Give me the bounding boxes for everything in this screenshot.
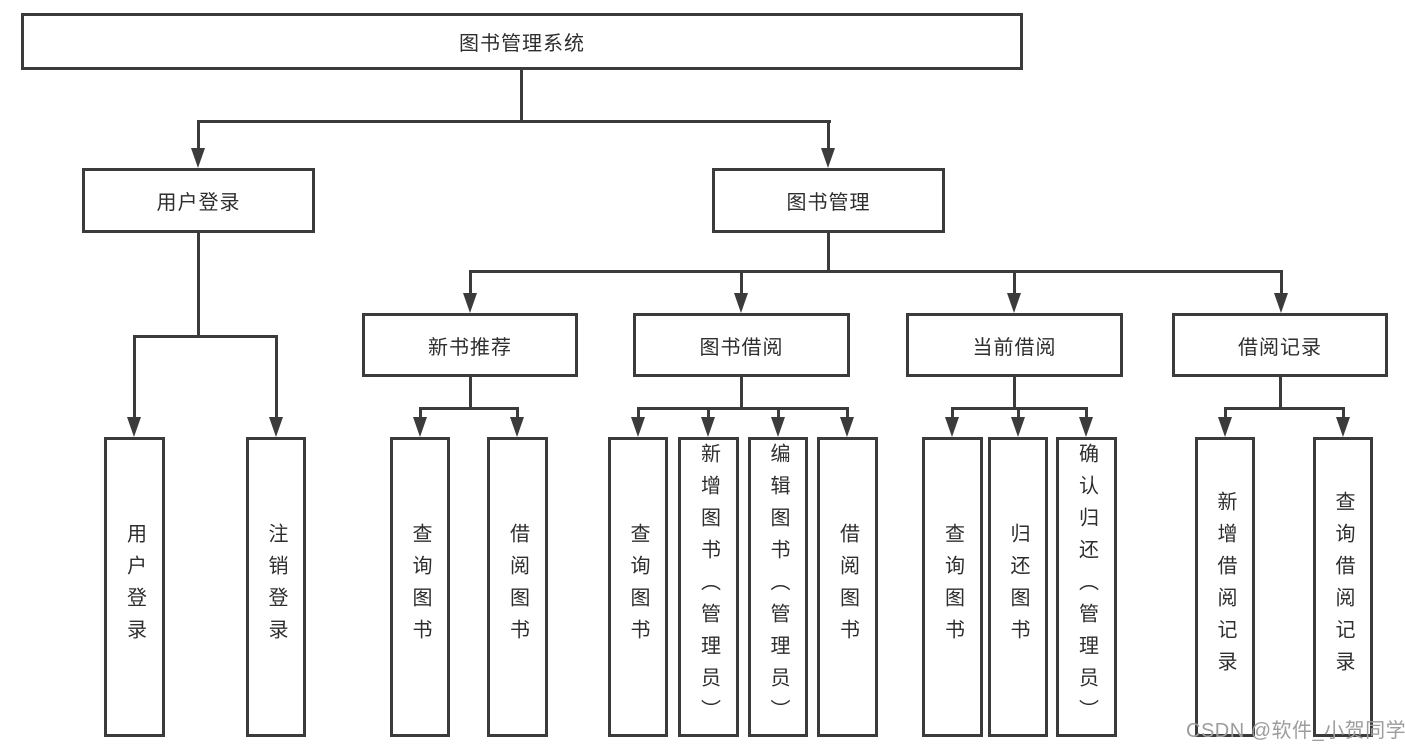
leaf-borrow-books-recommend: 借阅图书 (487, 437, 548, 737)
node-label: 借阅图书 (506, 523, 529, 651)
connector-line (419, 407, 519, 410)
connector-line (469, 375, 472, 409)
connector-line (827, 120, 830, 150)
connector-line (707, 407, 710, 419)
connector-line (846, 407, 849, 419)
connector-line (133, 335, 136, 419)
leaf-query-books-current: 查询图书 (922, 437, 983, 737)
node-book-borrowing: 图书借阅 (633, 313, 850, 377)
node-current-borrowing: 当前借阅 (906, 313, 1123, 377)
node-label: 新增借阅记录 (1214, 491, 1236, 683)
connector-line (520, 68, 523, 122)
connector-line (1224, 407, 1345, 410)
arrow-down-icon (269, 417, 283, 437)
arrow-down-icon (821, 148, 835, 168)
connector-line (740, 375, 743, 409)
node-label: 图书借阅 (699, 336, 784, 359)
arrow-down-icon (701, 417, 715, 437)
connector-line (275, 335, 278, 419)
connector-line (1085, 407, 1088, 419)
node-label: 新增图书（管理员） (697, 443, 720, 731)
leaf-query-borrow-record: 查询借阅记录 (1313, 437, 1373, 737)
leaf-query-books-borrowing: 查询图书 (608, 437, 668, 737)
leaf-add-borrow-record: 新增借阅记录 (1195, 437, 1255, 737)
connector-line (1279, 375, 1282, 409)
leaf-return-books: 归还图书 (988, 437, 1048, 737)
connector-line (1013, 270, 1016, 295)
arrow-down-icon (191, 148, 205, 168)
connector-line (637, 407, 640, 419)
node-label: 确认归还（管理员） (1075, 443, 1098, 731)
leaf-user-login: 用户登录 (104, 437, 165, 737)
connector-line (777, 407, 780, 419)
connector-line (197, 120, 200, 150)
arrow-down-icon (734, 293, 748, 313)
node-label: 借阅记录 (1238, 336, 1322, 359)
node-label: 当前借阅 (972, 336, 1057, 359)
connector-line (469, 270, 1283, 273)
node-label: 查询图书 (941, 523, 964, 651)
node-label: 查询借阅记录 (1332, 491, 1354, 683)
connector-line (1280, 270, 1283, 295)
connector-line (419, 407, 422, 419)
leaf-logout: 注销登录 (246, 437, 306, 737)
node-label: 查询图书 (627, 523, 649, 651)
connector-line (1017, 407, 1020, 419)
node-label: 编辑图书（管理员） (767, 443, 789, 731)
leaf-confirm-return-admin: 确认归还（管理员） (1056, 437, 1117, 737)
arrow-down-icon (1336, 417, 1350, 437)
arrow-down-icon (510, 417, 524, 437)
arrow-down-icon (1079, 417, 1093, 437)
connector-line (827, 231, 830, 272)
node-book-management-system: 图书管理系统 (21, 13, 1023, 70)
leaf-add-book-admin: 新增图书（管理员） (678, 437, 739, 737)
node-label: 注销登录 (265, 523, 287, 651)
arrow-down-icon (840, 417, 854, 437)
arrow-down-icon (1274, 293, 1288, 313)
connector-line (951, 407, 954, 419)
node-label: 图书管理系统 (459, 33, 585, 55)
leaf-query-books-recommend: 查询图书 (390, 437, 450, 737)
connector-line (1342, 407, 1345, 419)
connector-line (469, 270, 472, 295)
connector-line (133, 335, 278, 338)
arrow-down-icon (1218, 417, 1232, 437)
node-label: 图书管理 (786, 192, 871, 214)
node-label: 新书推荐 (428, 336, 512, 359)
arrow-down-icon (127, 417, 141, 437)
node-user-login: 用户登录 (82, 168, 315, 233)
node-label: 用户登录 (123, 523, 146, 651)
node-borrowing-records: 借阅记录 (1172, 313, 1388, 377)
node-label: 查询图书 (409, 523, 431, 651)
connector-line (1013, 375, 1016, 409)
connector-line (197, 120, 831, 123)
leaf-edit-book-admin: 编辑图书（管理员） (748, 437, 808, 737)
arrow-down-icon (463, 293, 477, 313)
arrow-down-icon (1011, 417, 1025, 437)
connector-line (516, 407, 519, 419)
node-book-management: 图书管理 (712, 168, 945, 233)
connector-line (740, 270, 743, 295)
node-label: 用户登录 (156, 192, 241, 214)
csdn-watermark: CSDN @软件_小贺同学 (1186, 720, 1405, 742)
leaf-borrow-books: 借阅图书 (817, 437, 878, 737)
arrow-down-icon (945, 417, 959, 437)
arrow-down-icon (1007, 293, 1021, 313)
arrow-down-icon (413, 417, 427, 437)
node-new-book-recommend: 新书推荐 (362, 313, 578, 377)
arrow-down-icon (631, 417, 645, 437)
connector-line (197, 231, 200, 337)
node-label: 归还图书 (1007, 523, 1029, 651)
connector-line (1224, 407, 1227, 419)
arrow-down-icon (771, 417, 785, 437)
connector-line (637, 407, 848, 410)
node-label: 借阅图书 (836, 523, 859, 651)
